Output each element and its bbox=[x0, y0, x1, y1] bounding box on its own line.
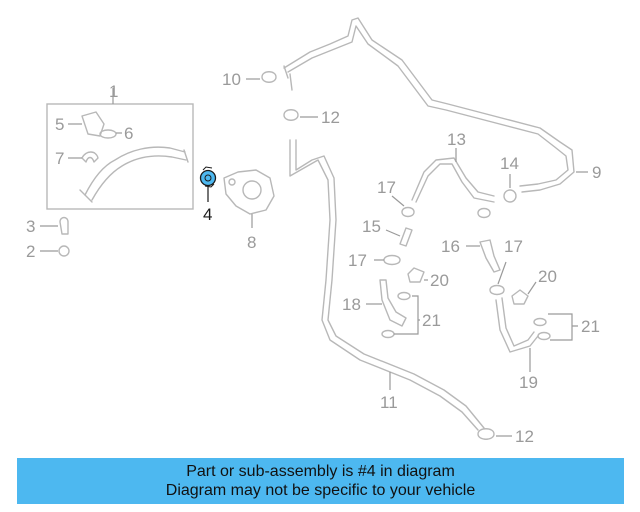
callout-19: 19 bbox=[519, 373, 538, 392]
part-15-shape bbox=[385, 227, 413, 247]
callout-17-b: 17 bbox=[504, 237, 523, 256]
long-pipe-top bbox=[283, 17, 588, 193]
callout-21-a: 21 bbox=[422, 311, 441, 330]
part-12-shape-upper bbox=[283, 109, 318, 121]
info-banner: Part or sub-assembly is #4 in diagram Di… bbox=[17, 458, 624, 504]
part-17-shape-b bbox=[477, 207, 491, 219]
callout-3: 3 bbox=[26, 217, 35, 236]
callout-6: 6 bbox=[124, 124, 133, 143]
callout-1: 1 bbox=[109, 82, 118, 101]
callout-15: 15 bbox=[362, 217, 381, 236]
callout-12-lower: 12 bbox=[515, 427, 534, 446]
part-12-shape-lower bbox=[477, 428, 512, 440]
callout-4: 4 bbox=[203, 205, 212, 224]
part-8-shape bbox=[223, 169, 275, 228]
part-4-highlighted bbox=[199, 166, 217, 202]
part-18-shape bbox=[366, 279, 407, 327]
part-3-shape bbox=[40, 216, 69, 235]
part-6-shape bbox=[99, 129, 122, 139]
part-5-shape bbox=[68, 111, 105, 137]
part-14-shape bbox=[503, 174, 517, 203]
assembly-1-bracket bbox=[46, 88, 194, 210]
part-7-shape bbox=[68, 151, 99, 163]
part-20-shape-b bbox=[511, 281, 537, 305]
callout-8: 8 bbox=[247, 233, 256, 252]
callout-10: 10 bbox=[222, 70, 241, 89]
callout-17-c: 17 bbox=[348, 251, 367, 270]
callout-7: 7 bbox=[55, 149, 64, 168]
callout-9: 9 bbox=[592, 163, 601, 182]
part-11-shape bbox=[289, 139, 485, 431]
callout-11: 11 bbox=[380, 393, 398, 412]
part-20-shape-a bbox=[407, 267, 428, 283]
banner-line-2: Diagram may not be specific to your vehi… bbox=[165, 482, 476, 499]
part-17-shape-a bbox=[391, 195, 415, 218]
callout-21-b: 21 bbox=[581, 317, 600, 336]
callout-16: 16 bbox=[441, 237, 460, 256]
callout-5: 5 bbox=[55, 115, 64, 134]
parts-diagram: 1 2 3 4 5 6 7 8 9 10 11 12 12 13 14 15 1… bbox=[26, 17, 601, 446]
part-21-shape-a bbox=[381, 291, 420, 339]
hose-assembly bbox=[79, 146, 189, 203]
part-10-shape bbox=[246, 71, 277, 83]
callout-20-a: 20 bbox=[430, 271, 449, 290]
banner-line-1: Part or sub-assembly is #4 in diagram bbox=[186, 463, 455, 480]
callout-13: 13 bbox=[447, 130, 466, 149]
part-17-shape-d bbox=[489, 261, 507, 296]
part-2-shape bbox=[40, 245, 70, 257]
callout-20-b: 20 bbox=[538, 267, 557, 286]
callout-14: 14 bbox=[500, 154, 519, 173]
callout-17-a: 17 bbox=[377, 178, 396, 197]
callout-18: 18 bbox=[342, 295, 361, 314]
part-17-shape-c bbox=[374, 254, 401, 266]
part-19-shape bbox=[495, 297, 539, 372]
callout-2: 2 bbox=[26, 242, 35, 261]
part-16-shape bbox=[466, 239, 501, 273]
callout-12-upper: 12 bbox=[321, 108, 340, 127]
part-13-shape bbox=[411, 148, 495, 203]
part-21-shape-b bbox=[533, 313, 578, 341]
